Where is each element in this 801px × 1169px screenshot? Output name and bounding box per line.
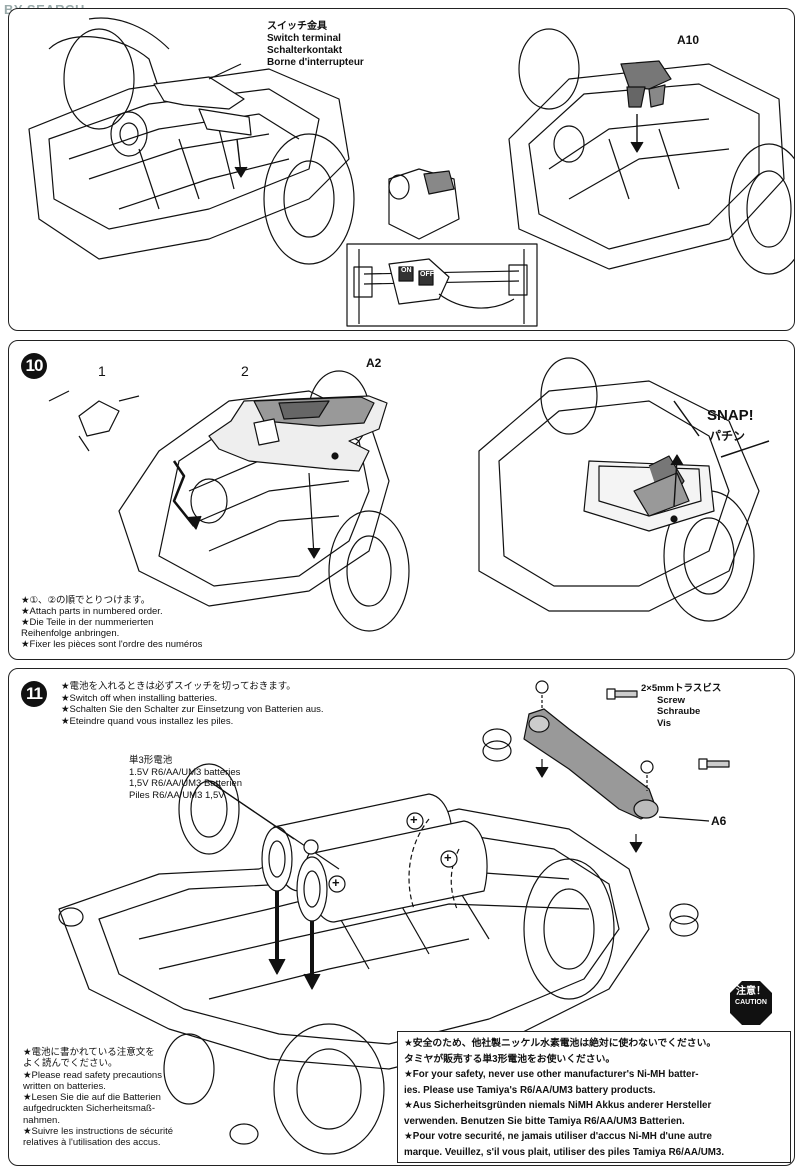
caution-fr-1: ★Pour votre securité, ne jamais utiliser… bbox=[404, 1131, 712, 1142]
battery-label-jp: 単3形電池 bbox=[129, 755, 173, 766]
read-note-de-3: nahmen. bbox=[23, 1114, 60, 1126]
caution-de-2: verwenden. Benutzen Sie bitte Tamiya R6/… bbox=[404, 1115, 685, 1127]
switch-off-note-jp: ★電池を入れるときは必ずスイッチを切っておきます。 bbox=[61, 681, 296, 692]
switch-terminal-label-de: Schalterkontakt bbox=[267, 45, 343, 56]
caution-notice-text: ★安全のため、他社製ニッケル水素電池は絶対に使わないでください。 タミヤが販売す… bbox=[404, 1036, 724, 1160]
battery-label-de: 1,5V R6/AA/UM3 Batterien bbox=[129, 778, 242, 789]
read-note-de-1: ★Lesen Sie die auf die Batterien bbox=[23, 1092, 161, 1104]
order-number-1: 1 bbox=[98, 363, 106, 379]
switch-terminal-label-en: Switch terminal bbox=[267, 33, 341, 44]
part-a2-label: A2 bbox=[366, 356, 382, 370]
caution-de-1: ★Aus Sicherheitsgründen niemals NiMH Akk… bbox=[404, 1100, 712, 1111]
order-note-de-2: Reihenfolge anbringen. bbox=[21, 628, 120, 639]
caution-badge-en: CAUTION bbox=[735, 999, 767, 1006]
switch-on-mark: ON bbox=[401, 267, 412, 274]
step-9-panel: スイッチ金具 Switch terminal Schalterkontakt B… bbox=[8, 8, 795, 331]
order-number-2: 2 bbox=[241, 363, 249, 379]
switch-off-note-fr: ★Eteindre quand vous installez les piles… bbox=[61, 715, 234, 727]
step-11-illustration bbox=[58, 680, 772, 1155]
caution-en-1: ★For your safety, never use other manufa… bbox=[404, 1069, 699, 1080]
caution-badge: 注意！ CAUTION bbox=[730, 985, 772, 1008]
screw-label-en: Screw bbox=[657, 694, 685, 706]
step-9-illustration bbox=[28, 17, 794, 327]
step-11-panel: 11 ★電池を入れるときは必ずスイッチを切っておきます。 ★Switch off… bbox=[8, 668, 795, 1166]
battery-plus-1: + bbox=[410, 812, 418, 827]
part-a10-label: A10 bbox=[677, 33, 700, 47]
battery-plus-2: + bbox=[444, 850, 452, 865]
read-note-en-2: written on batteries. bbox=[23, 1080, 106, 1092]
switch-off-note-en: ★Switch off when installing batteries. bbox=[61, 692, 218, 704]
snap-label-jp: パチン bbox=[709, 429, 746, 443]
read-battery-notes: ★電池に書かれている注意文を よく読んでください。 ★Please read s… bbox=[23, 1047, 173, 1149]
order-note-de-1: ★Die Teile in der nummerierten bbox=[21, 617, 154, 628]
switch-terminal-label-fr: Borne d'interrupteur bbox=[267, 57, 364, 68]
switch-off-note-de: ★Schalten Sie den Schalter zur Einsetzun… bbox=[61, 704, 324, 715]
step-10-panel: 10 1 2 A2 SNAP! パチン ★①、②の順でとりつけます。 ★Atta… bbox=[8, 340, 795, 660]
order-note-en: ★Attach parts in numbered order. bbox=[21, 606, 163, 617]
battery-label: 単3形電池 1.5V R6/AA/UM3 batteries 1,5V R6/A… bbox=[129, 755, 242, 801]
caution-en-2: ies. Please use Tamiya's R6/AA/UM3 batte… bbox=[404, 1084, 656, 1096]
battery-label-en: 1.5V R6/AA/UM3 batteries bbox=[129, 766, 241, 778]
switch-off-notes: ★電池を入れるときは必ずスイッチを切っておきます。 ★Switch off wh… bbox=[61, 681, 324, 727]
step-10-illustration bbox=[48, 357, 770, 632]
battery-label-fr: Piles R6/AA/UM3 1,5V bbox=[129, 789, 225, 801]
order-note-fr: ★Fixer les pièces sont l'ordre des numér… bbox=[21, 639, 203, 650]
battery-plus-3: + bbox=[332, 875, 340, 890]
order-note-jp: ★①、②の順でとりつけます。 bbox=[21, 595, 151, 606]
part-a6-label: A6 bbox=[711, 814, 727, 828]
caution-fr-2: marque. Veuillez, s'il vous plait, utili… bbox=[404, 1146, 725, 1158]
step-11-number: 11 bbox=[21, 681, 47, 707]
caution-jp-1: ★安全のため、他社製ニッケル水素電池は絶対に使わないでください。 bbox=[404, 1038, 717, 1049]
caution-badge-jp: 注意！ bbox=[736, 986, 766, 997]
screw-label-jp: 2×5mmトラスビス bbox=[641, 683, 722, 694]
snap-label: SNAP! bbox=[707, 407, 754, 424]
read-note-jp-1: ★電池に書かれている注意文を bbox=[23, 1047, 155, 1058]
read-note-fr-1: ★Suivre les instructions de sécurité bbox=[23, 1126, 174, 1138]
read-note-de-2: aufgedruckten Sicherheitsmaß- bbox=[23, 1103, 156, 1115]
caution-jp-2: タミヤが販売する単3形電池をお使いください。 bbox=[404, 1053, 616, 1065]
screw-label-fr: Vis bbox=[657, 717, 672, 729]
screw-label: 2×5mmトラスビス Screw Schraube Vis bbox=[641, 683, 721, 729]
screw-label-de: Schraube bbox=[657, 706, 701, 717]
switch-terminal-label-jp: スイッチ金具 bbox=[267, 21, 327, 32]
order-notes: ★①、②の順でとりつけます。 ★Attach parts in numbered… bbox=[21, 595, 202, 650]
step-10-number: 10 bbox=[21, 353, 47, 379]
read-note-en-1: ★Please read safety precautions bbox=[23, 1069, 162, 1081]
switch-off-mark: OFF bbox=[420, 271, 434, 278]
caution-notice-box: ★安全のため、他社製ニッケル水素電池は絶対に使わないでください。 タミヤが販売す… bbox=[397, 1031, 791, 1163]
read-note-jp-2: よく読んでください。 bbox=[23, 1058, 118, 1070]
caution-octagon bbox=[730, 981, 772, 1025]
switch-terminal-label: スイッチ金具 Switch terminal Schalterkontakt B… bbox=[267, 21, 364, 69]
read-note-fr-2: relatives à l'utilisation des accus. bbox=[23, 1137, 161, 1149]
